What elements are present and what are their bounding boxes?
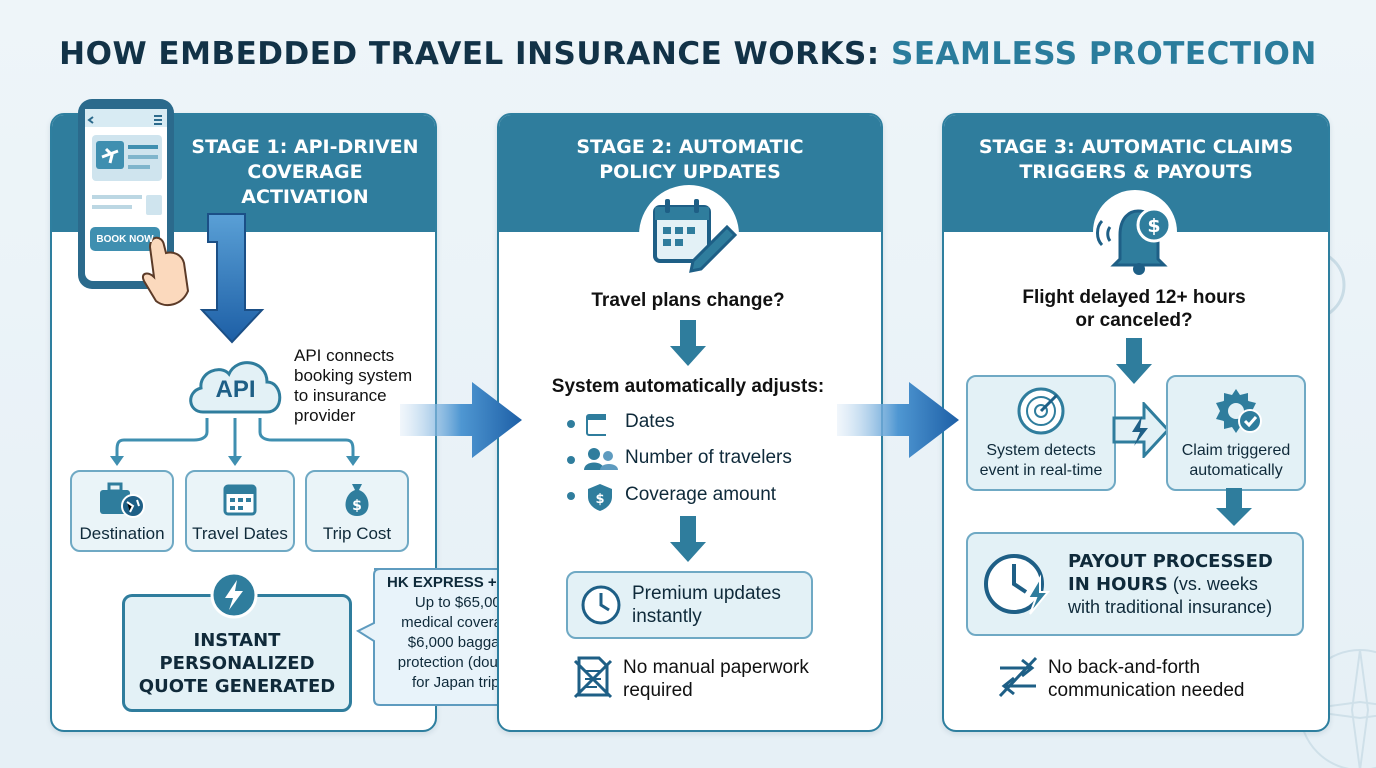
- input-destination-label: Destination: [79, 524, 165, 543]
- down-arrow-4: [1216, 488, 1252, 526]
- clock-lightning-icon: [984, 554, 1051, 615]
- shield-dollar-icon: $: [567, 484, 612, 511]
- stage-2-title: STAGE 2: AUTOMATIC POLICY UPDATES: [576, 136, 804, 183]
- book-now-button[interactable]: BOOK NOW: [96, 234, 154, 245]
- flow-arrow-phone-to-api: [199, 213, 265, 344]
- no-paperwork-icon: [573, 656, 613, 699]
- stage-1-title: STAGE 1: API-DRIVEN COVERAGE ACTIVATION: [191, 136, 419, 208]
- down-arrow-1: [670, 320, 706, 366]
- svg-text:$: $: [1147, 215, 1160, 237]
- api-label: API: [215, 376, 256, 403]
- no-paperwork-text: No manual paperwork required: [623, 657, 809, 701]
- lightning-icon: [210, 571, 258, 619]
- down-arrow-2: [670, 516, 706, 562]
- gear-check-icon: [1216, 389, 1262, 433]
- input-travel-dates: Travel Dates: [185, 470, 295, 552]
- down-arrow-3: [1116, 338, 1152, 384]
- system-adjusts-label: System automatically adjusts:: [551, 376, 825, 397]
- hk-express-callout-text: HK EXPRESS + AXA: Up to $65,000 medical …: [387, 574, 537, 691]
- money-bag-icon: $: [345, 484, 369, 516]
- claim-triggered-text: Claim triggered automatically: [1181, 442, 1291, 479]
- bell-dollar-icon: $: [1093, 190, 1177, 275]
- people-icon: [567, 448, 618, 470]
- travel-plans-question: Travel plans change?: [591, 290, 785, 311]
- premium-updates-box: Premium updates instantly: [566, 571, 813, 639]
- flow-arrow-stage2-to-stage3: [837, 382, 959, 458]
- list-item: Number of travelers: [566, 444, 866, 472]
- list-item: Dates: [566, 408, 866, 436]
- title-main: HOW EMBEDDED TRAVEL INSURANCE WORKS:: [59, 36, 880, 72]
- svg-text:$: $: [352, 498, 362, 514]
- api-description: API connects booking system to insurance…: [294, 346, 413, 425]
- input-trip-cost-label: Trip Cost: [322, 524, 392, 543]
- page-title: HOW EMBEDDED TRAVEL INSURANCE WORKS: SEA…: [0, 36, 1376, 72]
- system-detects-box: System detects event in real-time: [966, 375, 1116, 491]
- calendar-icon: [223, 484, 257, 516]
- svg-text:$: $: [595, 492, 604, 507]
- input-trip-cost: $ Trip Cost: [305, 470, 409, 552]
- title-accent: SEAMLESS PROTECTION: [891, 36, 1317, 72]
- flight-delay-question: Flight delayed 12+ hours or canceled?: [1022, 287, 1246, 331]
- input-travel-dates-label: Travel Dates: [192, 524, 288, 543]
- lightning-arrow-icon: [1112, 402, 1171, 458]
- payout-box: PAYOUT PROCESSED IN HOURS (vs. weeks wit…: [966, 532, 1304, 636]
- input-destination: Destination: [70, 470, 174, 552]
- calendar-pencil-icon: [639, 185, 739, 285]
- no-back-and-forth-icon: [998, 656, 1038, 698]
- quote-generated-text: INSTANT PERSONALIZED QUOTE GENERATED: [138, 630, 336, 697]
- stage-3-title: STAGE 3: AUTOMATIC CLAIMS TRIGGERS & PAY…: [978, 136, 1294, 183]
- list-item: $ Coverage amount: [566, 480, 866, 511]
- phone-icon: [78, 99, 190, 307]
- luggage-globe-icon: [100, 482, 145, 518]
- payout-text: PAYOUT PROCESSED IN HOURS (vs. weeks wit…: [1068, 551, 1273, 617]
- premium-updates-text: Premium updates instantly: [632, 583, 781, 627]
- adjustments-list: Dates Number of travelers $ Coverage amo…: [566, 408, 866, 518]
- api-cloud-icon: [189, 361, 282, 414]
- flow-arrow-stage1-to-stage2: [400, 382, 522, 458]
- clock-icon: [581, 585, 621, 625]
- claim-triggered-box: Claim triggered automatically: [1166, 375, 1306, 491]
- calendar-icon: [567, 414, 606, 436]
- system-detects-text: System detects event in real-time: [979, 442, 1103, 479]
- radar-target-icon: [1017, 387, 1065, 435]
- api-branch-connectors: [110, 418, 360, 466]
- no-back-and-forth-text: No back-and-forth communication needed: [1048, 657, 1245, 701]
